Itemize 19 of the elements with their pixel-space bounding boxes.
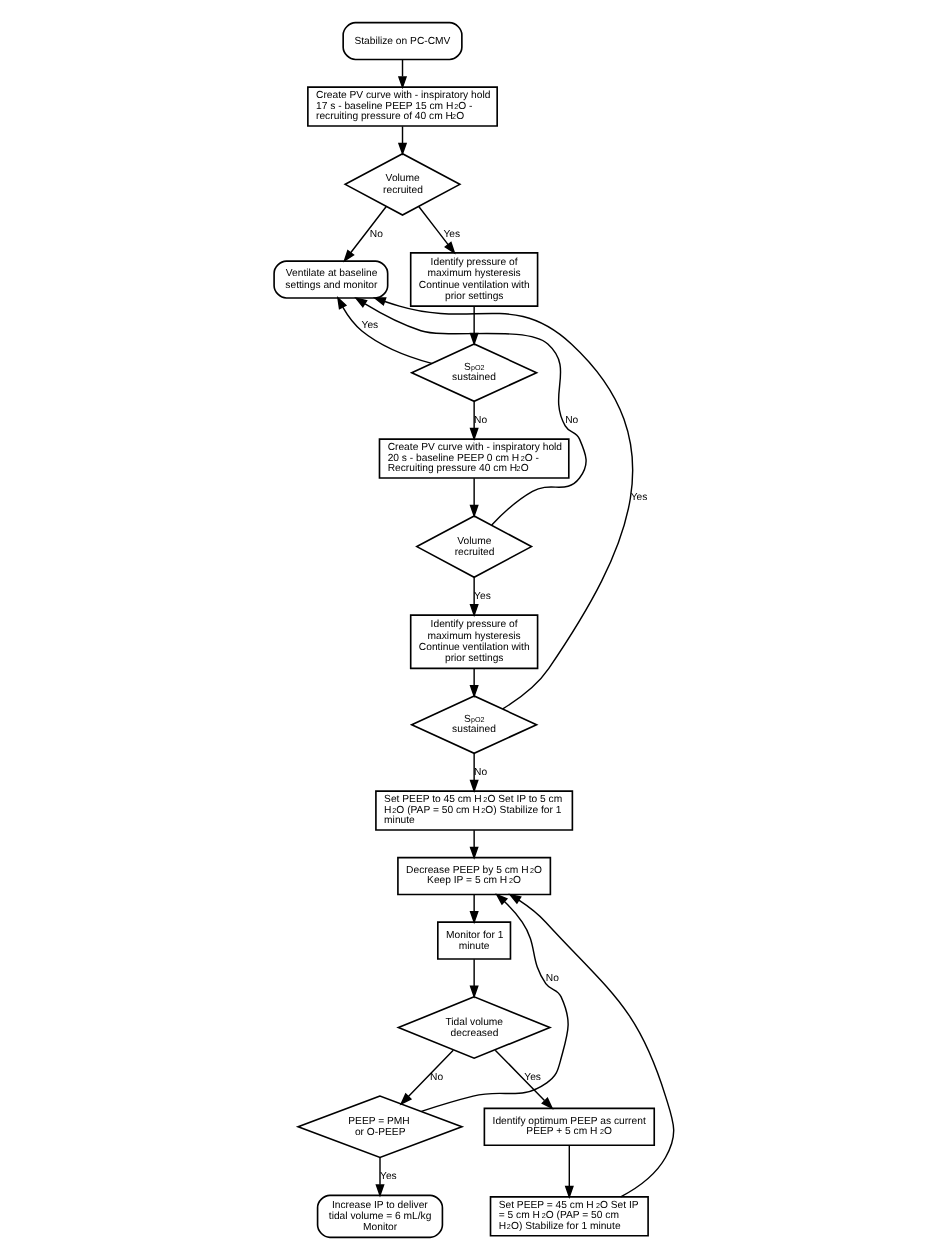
arrow	[494, 1049, 554, 1110]
arrow	[336, 296, 433, 365]
arrow	[372, 297, 634, 710]
arrow	[354, 297, 587, 526]
arrow	[469, 829, 479, 860]
arrow	[418, 205, 456, 255]
arrow	[469, 958, 479, 999]
arrow	[469, 752, 479, 793]
arrow	[564, 1144, 574, 1199]
arrow	[469, 576, 479, 618]
arrow	[469, 477, 479, 518]
arrow	[469, 400, 479, 441]
arrow	[375, 1157, 385, 1198]
arrow	[508, 893, 675, 1198]
arrow	[399, 1049, 454, 1106]
arrow	[469, 894, 479, 925]
arrow	[469, 668, 479, 699]
arrow	[420, 893, 569, 1113]
arrow	[343, 205, 387, 263]
